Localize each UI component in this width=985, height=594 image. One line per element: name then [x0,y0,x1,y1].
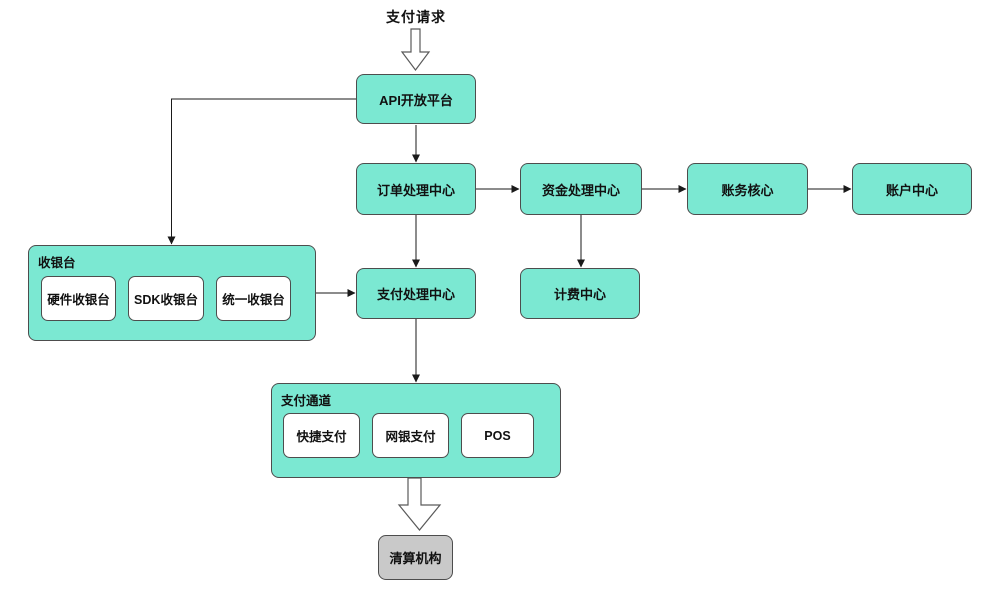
node-quick-pay: 快捷支付 [283,413,360,458]
node-online-banking-pay: 网银支付 [372,413,449,458]
node-accounting-core: 账务核心 [687,163,808,215]
node-sdk-cashier: SDK收银台 [128,276,204,321]
group-cashier-label: 收银台 [38,256,76,270]
node-clearing-org: 清算机构 [378,535,453,580]
block-arrow-clearing-icon [397,477,442,531]
node-quick-pay-label: 快捷支付 [296,430,347,444]
block-arrow-request-icon [400,28,431,71]
node-sdk-cashier-label: SDK收银台 [134,293,198,307]
node-payment-center-label: 支付处理中心 [376,287,455,302]
node-hardware-cashier: 硬件收银台 [41,276,116,321]
node-fund-center-label: 资金处理中心 [541,182,620,198]
node-api-platform: API开放平台 [356,74,476,124]
node-payment-center: 支付处理中心 [356,268,476,319]
node-pos: POS [461,413,534,458]
node-billing-center: 计费中心 [520,268,640,319]
node-online-banking-pay-label: 网银支付 [385,430,436,444]
node-pos-label: POS [484,428,511,443]
flow-start-label: 支付请求 [386,9,446,25]
node-order-center-label: 订单处理中心 [376,182,455,198]
connector-api-to-cashier [167,98,356,245]
node-account-center-label: 账户中心 [885,182,938,198]
node-accounting-core-label: 账务核心 [721,182,774,198]
node-billing-center-label: 计费中心 [553,287,606,302]
group-payment-channel: 支付通道 快捷支付 网银支付 POS [271,383,561,478]
node-api-platform-label: API开放平台 [379,92,453,108]
node-unified-cashier: 统一收银台 [216,276,291,321]
node-hardware-cashier-label: 硬件收银台 [47,293,110,307]
node-account-center: 账户中心 [852,163,972,215]
node-order-center: 订单处理中心 [356,163,476,215]
node-clearing-org-label: 清算机构 [389,551,442,566]
node-unified-cashier-label: 统一收银台 [222,293,285,307]
group-payment-channel-label: 支付通道 [281,394,332,408]
node-fund-center: 资金处理中心 [520,163,642,215]
group-cashier: 收银台 硬件收银台 SDK收银台 统一收银台 [28,245,316,341]
